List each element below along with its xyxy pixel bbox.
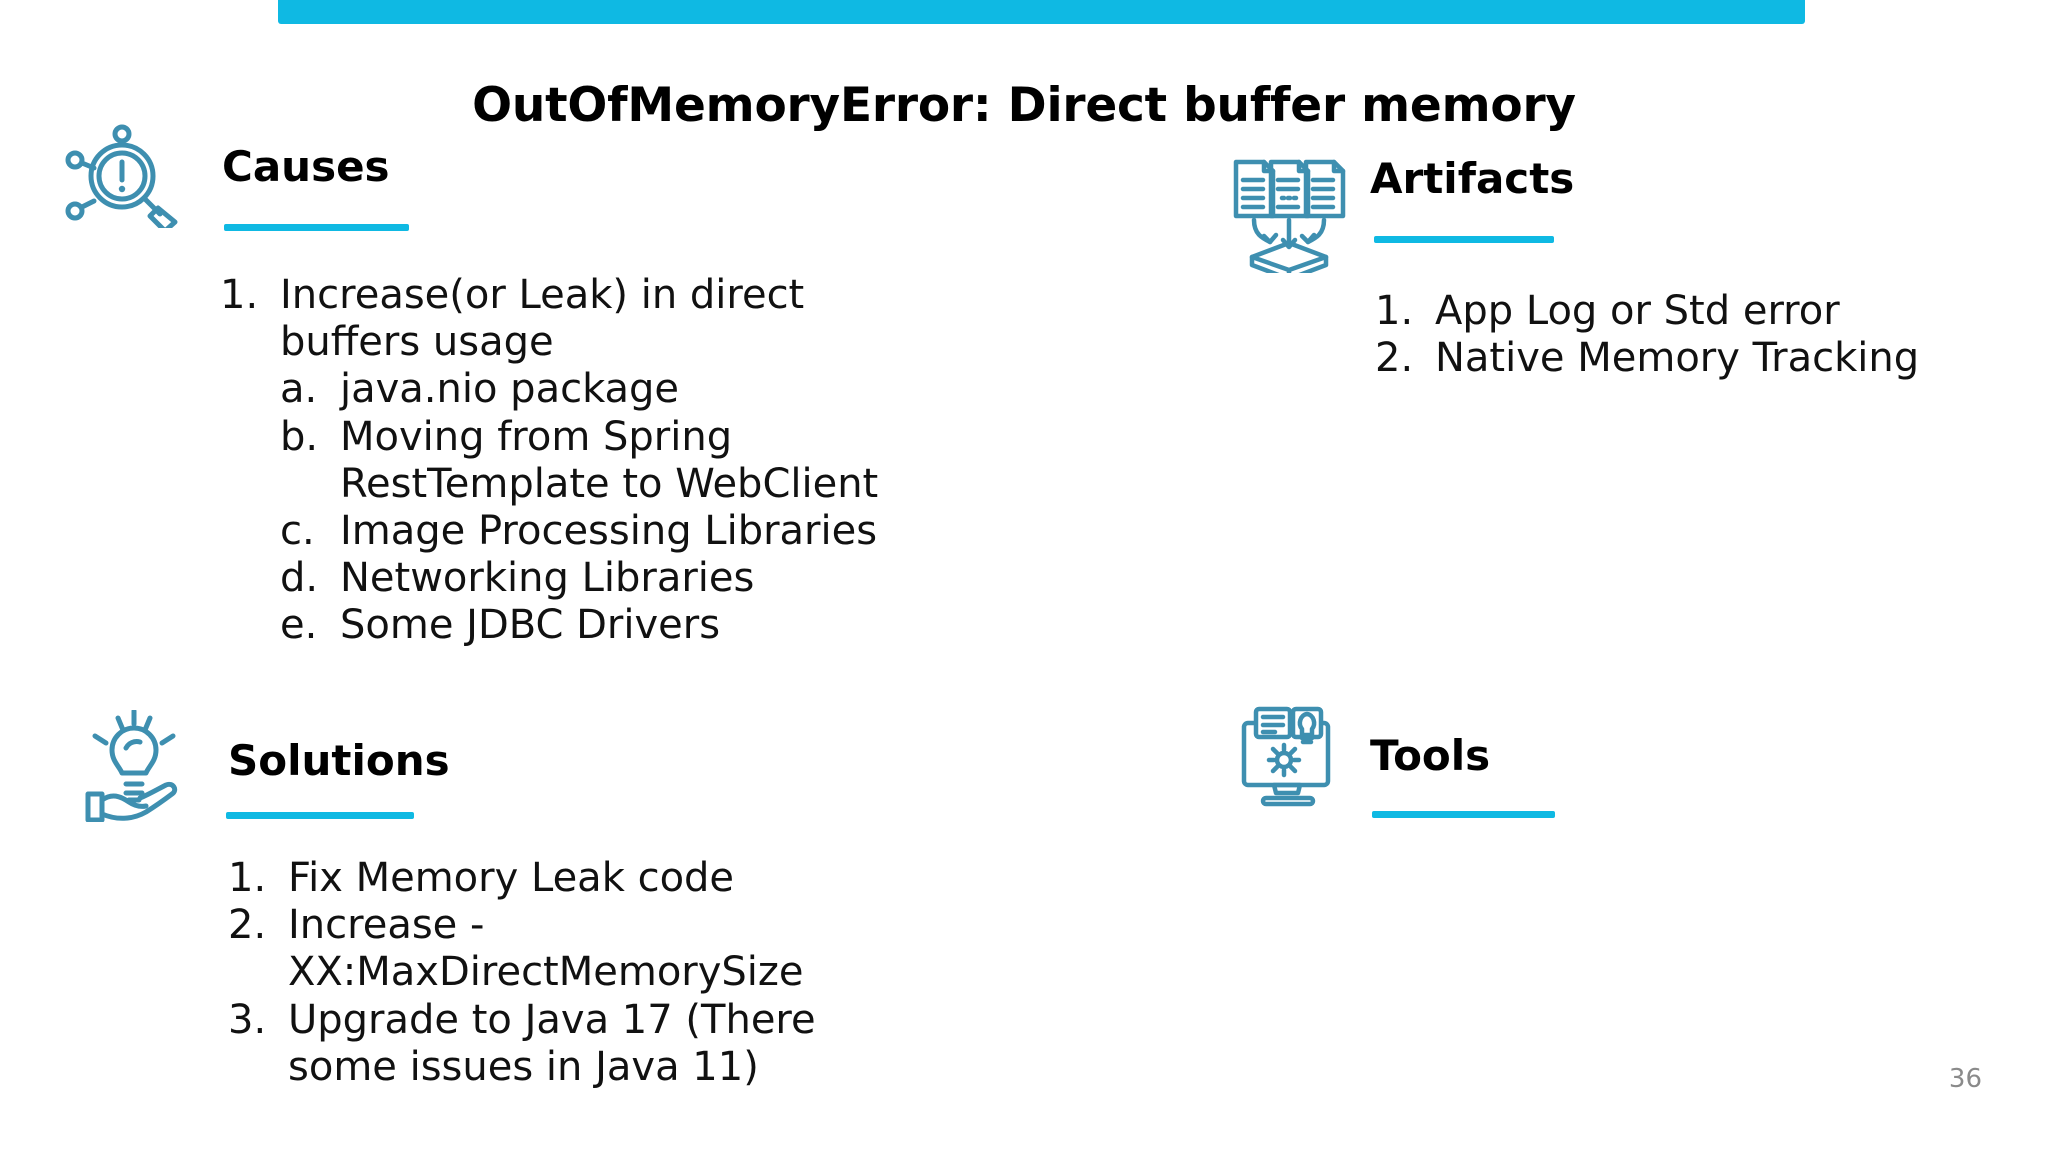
list-item: c. Image Processing Libraries [280,508,880,555]
artifacts-underline [1374,236,1554,243]
list-item: b. Moving from Spring RestTemplate to We… [280,414,880,508]
list-item: e. Some JDBC Drivers [280,602,880,649]
list-text: Upgrade to Java 17 (There some issues in… [288,996,816,1090]
causes-underline [224,224,409,231]
list-marker: 1. [220,272,259,318]
section-solutions: Solutions [226,736,450,819]
section-artifacts: Artifacts [1370,154,1575,243]
list-item: 2. Native Memory Tracking [1375,335,1935,382]
list-item: 1. Fix Memory Leak code [228,855,918,902]
list-text: Increase -XX:MaxDirectMemorySize [288,902,804,996]
list-text: Moving from Spring RestTemplate to WebCl… [340,413,879,507]
causes-sublist: a. java.nio package b. Moving from Sprin… [280,366,880,649]
list-item: 1. App Log or Std error [1375,288,1935,335]
list-marker: 1. [228,855,267,901]
lightbulb-hand-icon [80,708,190,826]
list-item: d. Networking Libraries [280,555,880,602]
solutions-heading: Solutions [228,736,450,785]
causes-list: 1. Increase(or Leak) in direct buffers u… [220,272,880,650]
page-number: 36 [1948,1064,1982,1094]
list-marker: 2. [228,902,267,949]
list-text: Increase(or Leak) in direct buffers usag… [280,272,805,366]
section-tools: Tools [1370,731,1555,818]
top-accent-bar [278,0,1805,24]
list-marker: 2. [1375,335,1414,382]
documents-to-box-icon [1228,158,1350,282]
list-text: Native Memory Tracking [1435,335,1920,382]
list-marker: 1. [1375,288,1414,334]
list-text: Image Processing Libraries [340,507,878,554]
artifacts-heading: Artifacts [1370,154,1575,203]
artifacts-list: 1. App Log or Std error 2. Native Memory… [1375,288,1935,382]
list-item: 1. Increase(or Leak) in direct buffers u… [220,272,880,366]
list-marker: c. [280,507,315,554]
monitor-gear-icon [1240,705,1340,814]
list-marker: a. [280,366,318,413]
list-item: a. java.nio package [280,366,880,413]
list-item: 2. Increase -XX:MaxDirectMemorySize [228,902,918,996]
solutions-underline [226,812,414,819]
tools-underline [1372,811,1555,818]
list-text: App Log or Std error [1435,288,1840,334]
slide-title: OutOfMemoryError: Direct buffer memory [472,78,1576,133]
list-item: 3. Upgrade to Java 17 (There some issues… [228,997,918,1091]
section-causes: Causes [222,142,409,231]
causes-heading: Causes [222,142,390,191]
list-marker: b. [280,413,319,460]
list-marker: 3. [228,996,267,1043]
list-text: java.nio package [340,366,680,413]
list-text: Some JDBC Drivers [340,602,721,649]
list-text: Fix Memory Leak code [288,855,735,901]
list-marker: d. [280,555,319,602]
list-marker: e. [280,602,318,649]
solutions-list: 1. Fix Memory Leak code 2. Increase -XX:… [228,855,918,1091]
magnifier-alert-icon [60,118,185,234]
tools-heading: Tools [1370,731,1491,780]
list-text: Networking Libraries [340,555,755,602]
